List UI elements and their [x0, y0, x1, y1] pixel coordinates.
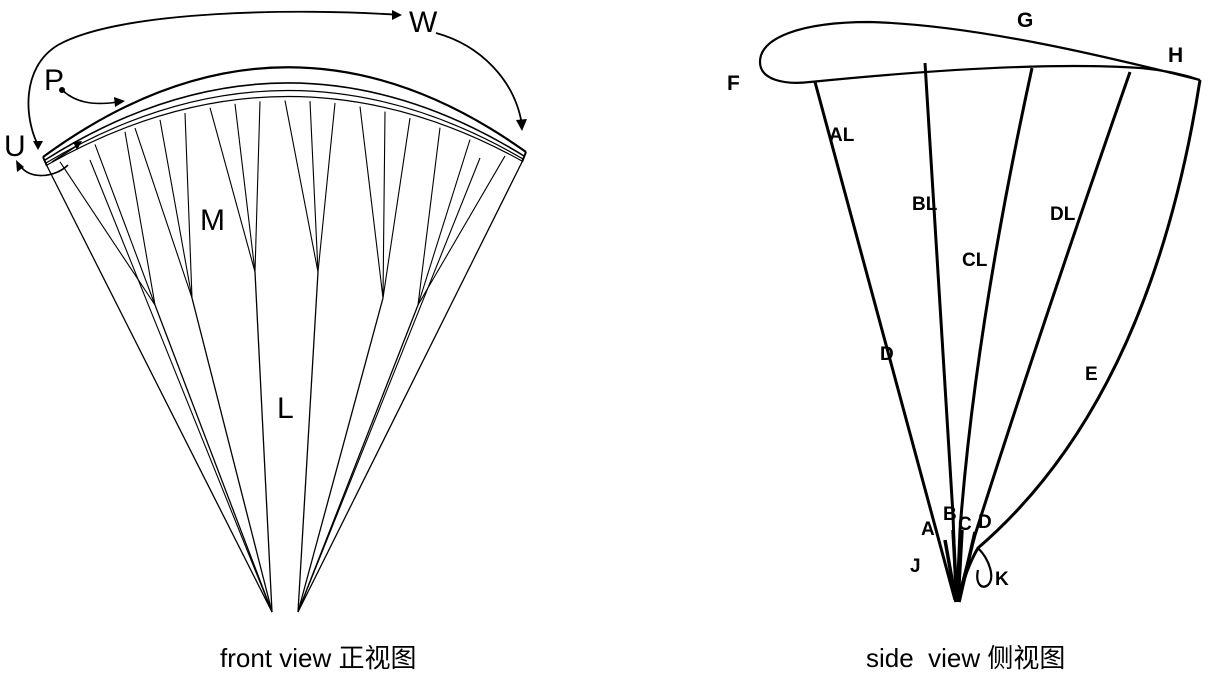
- cascade-line-0-1: [94, 144, 156, 306]
- u-pointer-line-2: [51, 144, 79, 163]
- stab-line-left: [89, 159, 273, 613]
- u-arrow-head: [16, 160, 24, 172]
- main-line-3: [297, 271, 319, 613]
- cascade-line-1-1: [159, 119, 193, 299]
- label-w: W: [409, 6, 438, 39]
- front-view-diagram: U P W M L: [4, 6, 527, 613]
- label-dl: DL: [1050, 204, 1076, 225]
- cascade-line-2-1: [234, 103, 256, 273]
- label-c: C: [958, 514, 972, 535]
- u-arrow-head-2: [73, 141, 82, 150]
- right-wing-tip: [521, 151, 527, 163]
- w-left-arrow-head: [33, 141, 43, 150]
- p-pointer-dot: [59, 87, 65, 93]
- w-arrow-head: [392, 10, 402, 20]
- label-h: H: [1168, 44, 1183, 67]
- label-e: E: [1085, 364, 1098, 385]
- canopy-arc-2: [44, 82, 525, 161]
- cascade-line-3-1: [309, 101, 319, 273]
- label-p: P: [44, 64, 64, 97]
- riser-c: [956, 529, 964, 603]
- label-a: A: [921, 519, 935, 540]
- canopy-top-arc: [42, 66, 527, 158]
- label-k: K: [995, 569, 1009, 590]
- label-cl: CL: [962, 250, 988, 271]
- front-suspension-lines: [46, 100, 523, 613]
- cascade-line-1-0: [134, 127, 193, 299]
- riser-a: [943, 539, 958, 603]
- label-b: B: [943, 504, 957, 525]
- outer-line-left: [46, 165, 273, 613]
- cascade-line-4-1: [382, 111, 386, 299]
- riser-b: [951, 529, 959, 603]
- cascade-line-4-2: [382, 117, 411, 299]
- cascade-line-0-2: [124, 131, 156, 306]
- w-span-curve: [27, 10, 401, 146]
- p-arrow-head: [114, 97, 125, 107]
- front-view-caption: front view 正视图: [220, 643, 417, 673]
- cascade-line-5-1: [417, 139, 471, 306]
- stab-line-right: [297, 157, 481, 613]
- line-e-brake: [957, 79, 1202, 601]
- main-line-0: [154, 304, 273, 613]
- outer-line-right: [297, 161, 523, 613]
- cascade-line-5-0: [417, 127, 441, 306]
- label-d: D: [978, 512, 992, 533]
- label-d-line: D: [880, 344, 894, 365]
- cascade-line-4-0: [359, 106, 384, 299]
- left-wing-tip: [42, 156, 48, 167]
- label-u: U: [4, 130, 26, 163]
- w-right-arrow-head: [516, 119, 527, 131]
- cascade-line-1-2: [184, 112, 193, 299]
- side-view-diagram: F G H AL BL CL DL D E A B C D J K: [727, 9, 1202, 603]
- canopy-arc-3: [45, 89, 524, 164]
- cascade-line-2-2: [254, 101, 261, 273]
- label-j: J: [910, 556, 921, 577]
- label-bl: BL: [912, 194, 938, 215]
- label-l: L: [277, 392, 294, 425]
- cascade-line-5-2: [417, 155, 506, 306]
- canopy-bottom-arc: [46, 95, 523, 166]
- cascade-line-2-0: [209, 107, 256, 273]
- label-al: AL: [829, 125, 855, 146]
- cascade-line-3-2: [317, 103, 336, 273]
- main-line-2: [254, 271, 273, 613]
- w-right-curve: [435, 32, 523, 126]
- line-c: [955, 67, 1034, 601]
- main-line-4: [297, 297, 384, 613]
- label-f: F: [727, 72, 740, 95]
- p-pointer-line: [61, 89, 119, 105]
- cascade-line-3-0: [284, 100, 319, 273]
- main-line-1: [191, 297, 273, 613]
- riser-d: [957, 531, 977, 603]
- line-d: [956, 71, 1132, 601]
- line-a: [813, 81, 957, 601]
- label-g: G: [1017, 9, 1033, 32]
- label-m: M: [200, 204, 225, 237]
- side-view-caption: side view 侧视图: [866, 643, 1066, 673]
- brake-handle-loop: [976, 547, 993, 588]
- u-pointer-line: [19, 164, 69, 177]
- airfoil-profile: [758, 20, 1201, 84]
- cascade-line-0-0: [59, 161, 156, 306]
